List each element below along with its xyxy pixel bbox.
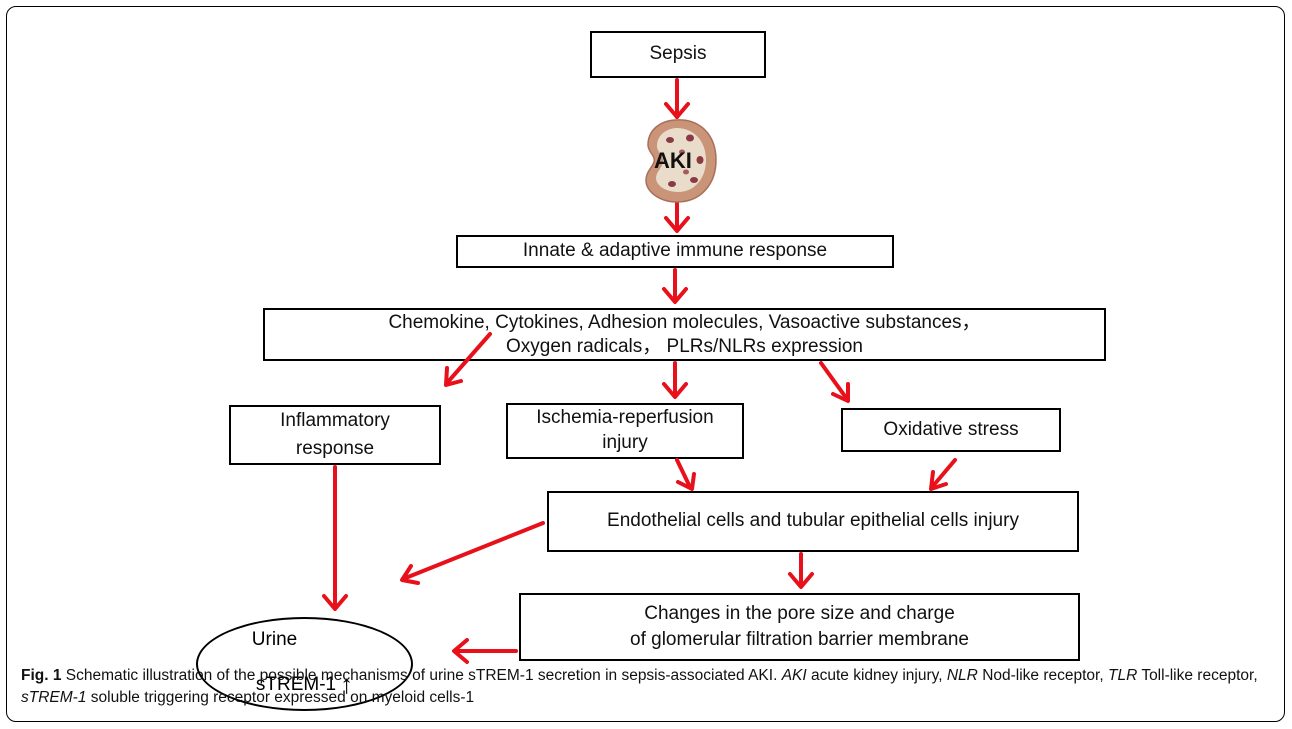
strem1-text: sTREM-1 bbox=[255, 674, 337, 695]
arrow-aki-to-immune bbox=[664, 200, 690, 233]
arrow-mediators-to-ischemia bbox=[662, 361, 688, 399]
abbr-term-nlr: NLR bbox=[946, 667, 978, 684]
arrow-mediators-to-oxidative bbox=[819, 361, 850, 403]
abbr-def-strem1: soluble triggering receptor expressed on… bbox=[90, 689, 475, 707]
sepsis-box: Sepsis bbox=[590, 31, 766, 78]
abbr-term-strem1: sTREM-1 bbox=[21, 689, 87, 707]
ischemia-label-line2: injury bbox=[602, 432, 648, 453]
arrow-ischemia-to-endothelial bbox=[675, 458, 696, 491]
oxidative-stress-box: Oxidative stress bbox=[841, 408, 1061, 452]
endothelial-injury-label: Endothelial cells and tubular epithelial… bbox=[607, 510, 1019, 532]
ischemia-reperfusion-box: Ischemia-reperfusion injury bbox=[506, 403, 744, 459]
glomerular-changes-box: Changes in the pore size and charge of g… bbox=[519, 593, 1080, 661]
oxidative-stress-label: Oxidative stress bbox=[883, 418, 1019, 440]
caption-text: Schematic illustration of the possible m… bbox=[65, 667, 778, 684]
sepsis-label: Sepsis bbox=[649, 43, 707, 65]
mediators-box: Chemokine, Cytokines, Adhesion molecules… bbox=[263, 308, 1106, 361]
glomerular-label-line1: Changes in the pore size and charge bbox=[644, 603, 955, 625]
arrow-mediators-to-inflammatory bbox=[444, 332, 492, 387]
arrow-endothelial-to-urine bbox=[400, 521, 545, 585]
strem1-label: sTREM-1↑ bbox=[198, 669, 411, 700]
mediators-label-line1: Chemokine, Cytokines, Adhesion molecules… bbox=[388, 311, 981, 333]
abbr-def-nlr: Nod-like receptor bbox=[982, 667, 1100, 684]
abbr-term-tlr: TLR bbox=[1107, 667, 1138, 684]
ischemia-label-line1: Ischemia-reperfusion bbox=[536, 407, 714, 429]
abbr-term-aki: AKI bbox=[781, 667, 807, 684]
urine-label: Urine bbox=[251, 629, 298, 650]
inflammatory-label-line2: response bbox=[295, 438, 375, 459]
immune-response-label: Innate & adaptive immune response bbox=[522, 240, 828, 262]
arrow-sepsis-to-aki bbox=[664, 78, 690, 119]
arrow-inflammatory-to-urine bbox=[322, 465, 348, 611]
endothelial-injury-box: Endothelial cells and tubular epithelial… bbox=[547, 491, 1079, 552]
figure-caption: Fig. 1 Schematic illustration of the pos… bbox=[21, 667, 1258, 707]
glomerular-label-line2: of glomerular filtration barrier membran… bbox=[630, 629, 969, 650]
aki-label: AKI bbox=[654, 148, 692, 173]
abbr-def-tlr: Toll-like receptor bbox=[1141, 667, 1254, 684]
arrow-endothelial-to-glomerular bbox=[788, 552, 814, 589]
immune-response-box: Innate & adaptive immune response bbox=[456, 235, 894, 268]
arrow-glomerular-to-urine bbox=[452, 638, 518, 664]
caption-label: Fig. 1 bbox=[21, 667, 62, 684]
inflammatory-response-box: Inflammatory response bbox=[229, 405, 441, 465]
arrow-oxidative-to-endothelial bbox=[929, 458, 957, 491]
up-arrow-icon: ↑ bbox=[340, 669, 354, 699]
urine-strem1-ellipse: Urine sTREM-1↑ bbox=[196, 617, 413, 711]
abbr-def-aki: acute kidney injury bbox=[811, 667, 939, 684]
mediators-label-line2: Oxygen radicals， PLRs/NLRs expression bbox=[506, 335, 863, 357]
arrow-immune-to-mediators bbox=[662, 268, 688, 304]
inflammatory-label-line1: Inflammatory bbox=[280, 410, 390, 432]
kidney-icon bbox=[645, 119, 717, 203]
figure-frame bbox=[6, 6, 1285, 722]
